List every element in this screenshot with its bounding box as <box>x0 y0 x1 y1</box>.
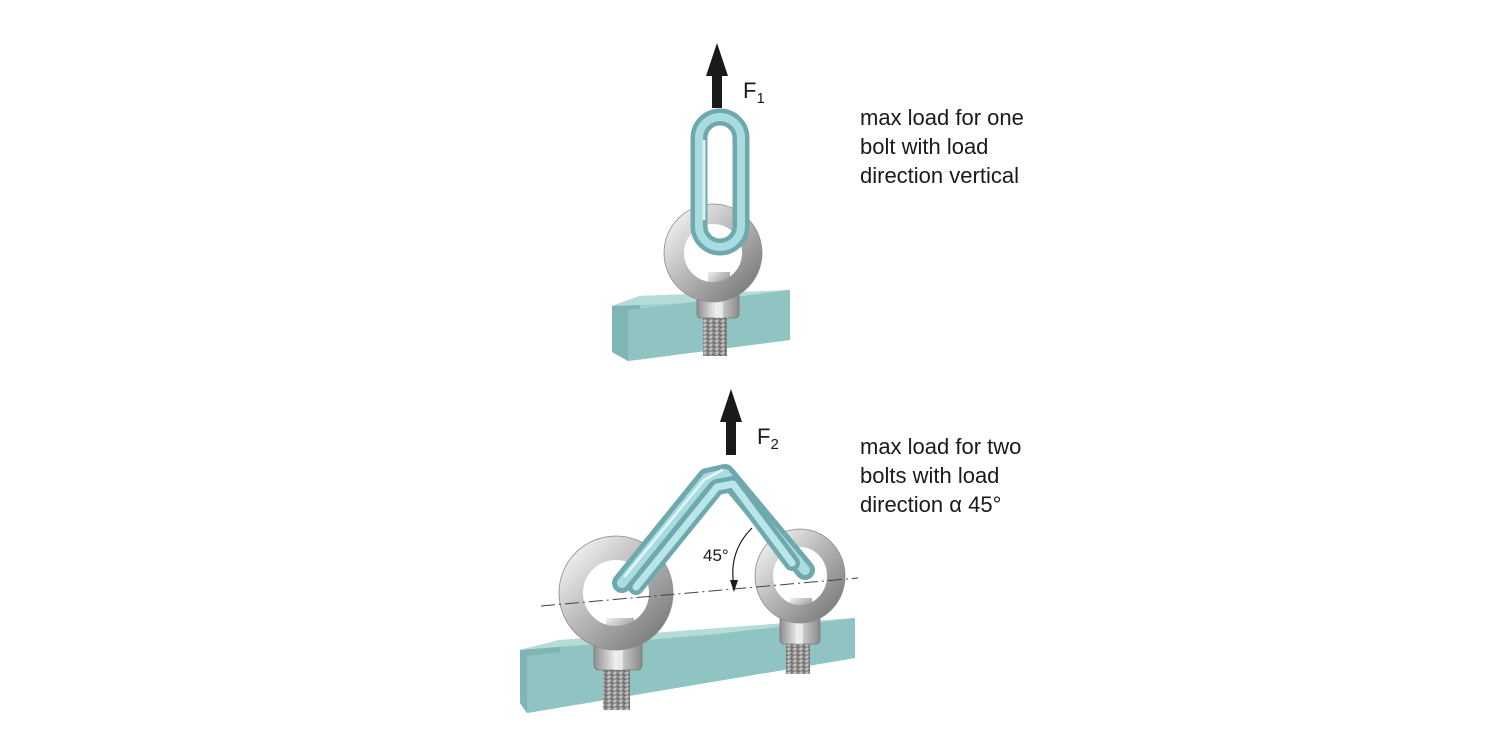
force-index: 2 <box>770 436 779 453</box>
force-label-f1: F1 <box>743 78 765 107</box>
caption-single-bolt: max load for one bolt with load directio… <box>860 103 1024 190</box>
caption-line: max load for one <box>860 105 1024 130</box>
force-symbol: F <box>757 424 771 449</box>
reference-line <box>540 577 859 607</box>
chain-link-top <box>690 108 750 256</box>
double-bolt-assembly <box>520 389 859 713</box>
caption-line: direction vertical <box>860 163 1019 188</box>
caption-line: bolts with load <box>860 463 1000 488</box>
bolt-thread-top <box>703 316 727 356</box>
eye-ring-top <box>663 203 763 303</box>
force-arrow-f1 <box>706 43 728 108</box>
angle-label: 45° <box>703 546 729 565</box>
force-index: 1 <box>756 90 765 107</box>
bolt-thread-left <box>603 664 630 710</box>
force-symbol: F <box>743 78 757 103</box>
force-label-f2: F2 <box>757 424 779 453</box>
eye-ring-right <box>754 528 846 624</box>
caption-line: direction α 45° <box>860 492 1002 517</box>
chain-v-link <box>612 464 815 595</box>
angle-arc <box>730 527 753 592</box>
single-bolt-assembly <box>612 43 790 361</box>
caption-line: bolt with load <box>860 134 989 159</box>
bolt-thread-right <box>786 640 810 674</box>
caption-double-bolt: max load for two bolts with load directi… <box>860 432 1021 519</box>
force-arrow-f2 <box>720 389 742 455</box>
caption-line: max load for two <box>860 434 1022 459</box>
eye-ring-left <box>558 535 674 651</box>
